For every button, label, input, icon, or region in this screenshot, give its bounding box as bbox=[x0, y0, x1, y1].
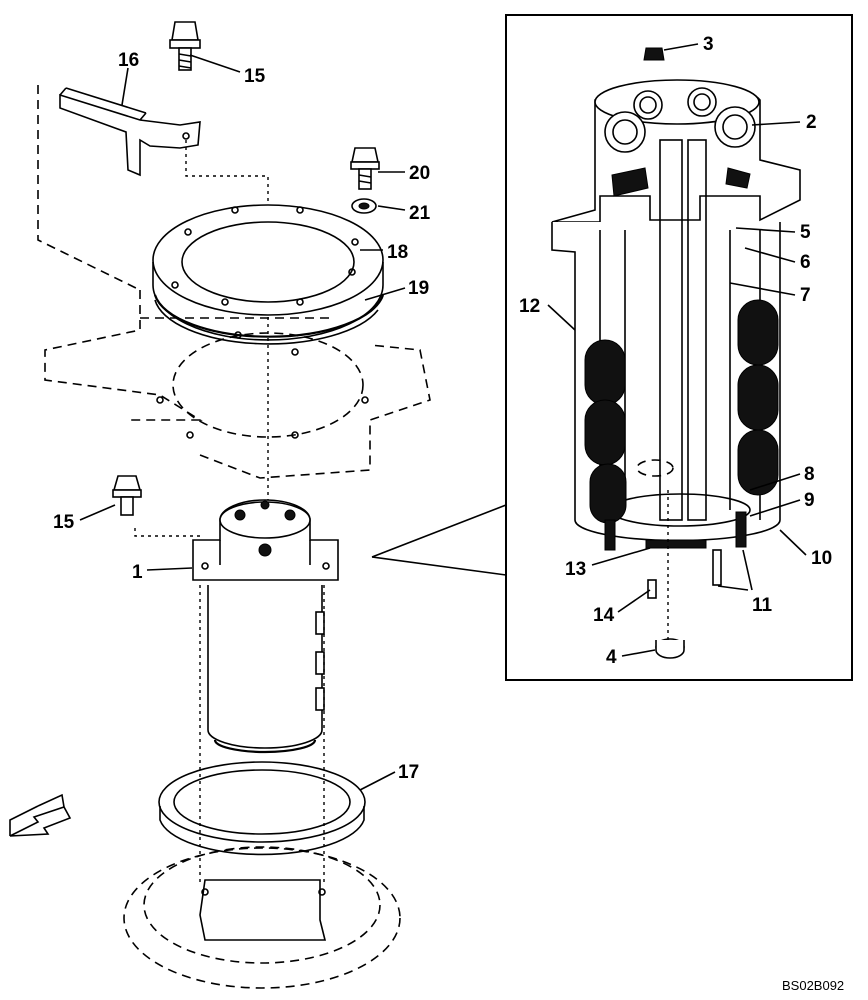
gasket-19 bbox=[153, 294, 385, 345]
callout-4: 4 bbox=[606, 647, 617, 668]
callout-17: 17 bbox=[398, 762, 419, 783]
callout-6: 6 bbox=[800, 252, 811, 273]
callout-3: 3 bbox=[703, 34, 714, 55]
callout-15-top: 15 bbox=[244, 66, 266, 87]
callout-16: 16 bbox=[118, 50, 139, 71]
callout-7: 7 bbox=[800, 285, 811, 306]
callout-2: 2 bbox=[806, 112, 817, 133]
front-direction-arrow-icon bbox=[9, 793, 72, 837]
bolt-15-lower bbox=[112, 475, 142, 516]
detail-seal-stack bbox=[584, 167, 779, 524]
callout-9: 9 bbox=[804, 490, 815, 511]
leader-lines bbox=[79, 43, 807, 791]
seal-ring-17 bbox=[158, 761, 366, 856]
callout-14: 14 bbox=[593, 605, 615, 626]
callout-19: 19 bbox=[408, 278, 429, 299]
callout-8: 8 bbox=[804, 464, 815, 485]
base-plate-dashed bbox=[123, 585, 401, 989]
callout-15-lower: 15 bbox=[53, 512, 75, 533]
callout-12: 12 bbox=[519, 296, 540, 317]
washer-21 bbox=[351, 198, 377, 214]
callout-13: 13 bbox=[565, 559, 586, 580]
callout-1: 1 bbox=[132, 562, 143, 583]
detail-small-parts bbox=[604, 47, 747, 659]
drawing-code: BS02B092 bbox=[782, 978, 844, 993]
callout-10: 10 bbox=[811, 548, 832, 569]
callout-11: 11 bbox=[752, 595, 773, 616]
turntable-opening-dashed bbox=[156, 331, 369, 439]
bracket-part bbox=[59, 87, 201, 177]
detail-pointer bbox=[371, 504, 507, 576]
swivel-joint-1 bbox=[192, 499, 339, 754]
callout-20: 20 bbox=[409, 163, 430, 184]
frame-outline-dashed bbox=[37, 85, 431, 537]
callout-18: 18 bbox=[387, 242, 408, 263]
bolt-15-top bbox=[169, 21, 201, 71]
bolt-20 bbox=[350, 147, 380, 190]
callout-21: 21 bbox=[409, 203, 431, 224]
detail-inset-frame bbox=[505, 14, 853, 681]
callout-labels: 1 2 3 4 5 6 7 8 9 10 11 12 13 14 15 15 1… bbox=[53, 34, 832, 783]
mounting-ring-18 bbox=[152, 204, 384, 341]
callout-5: 5 bbox=[800, 222, 811, 243]
